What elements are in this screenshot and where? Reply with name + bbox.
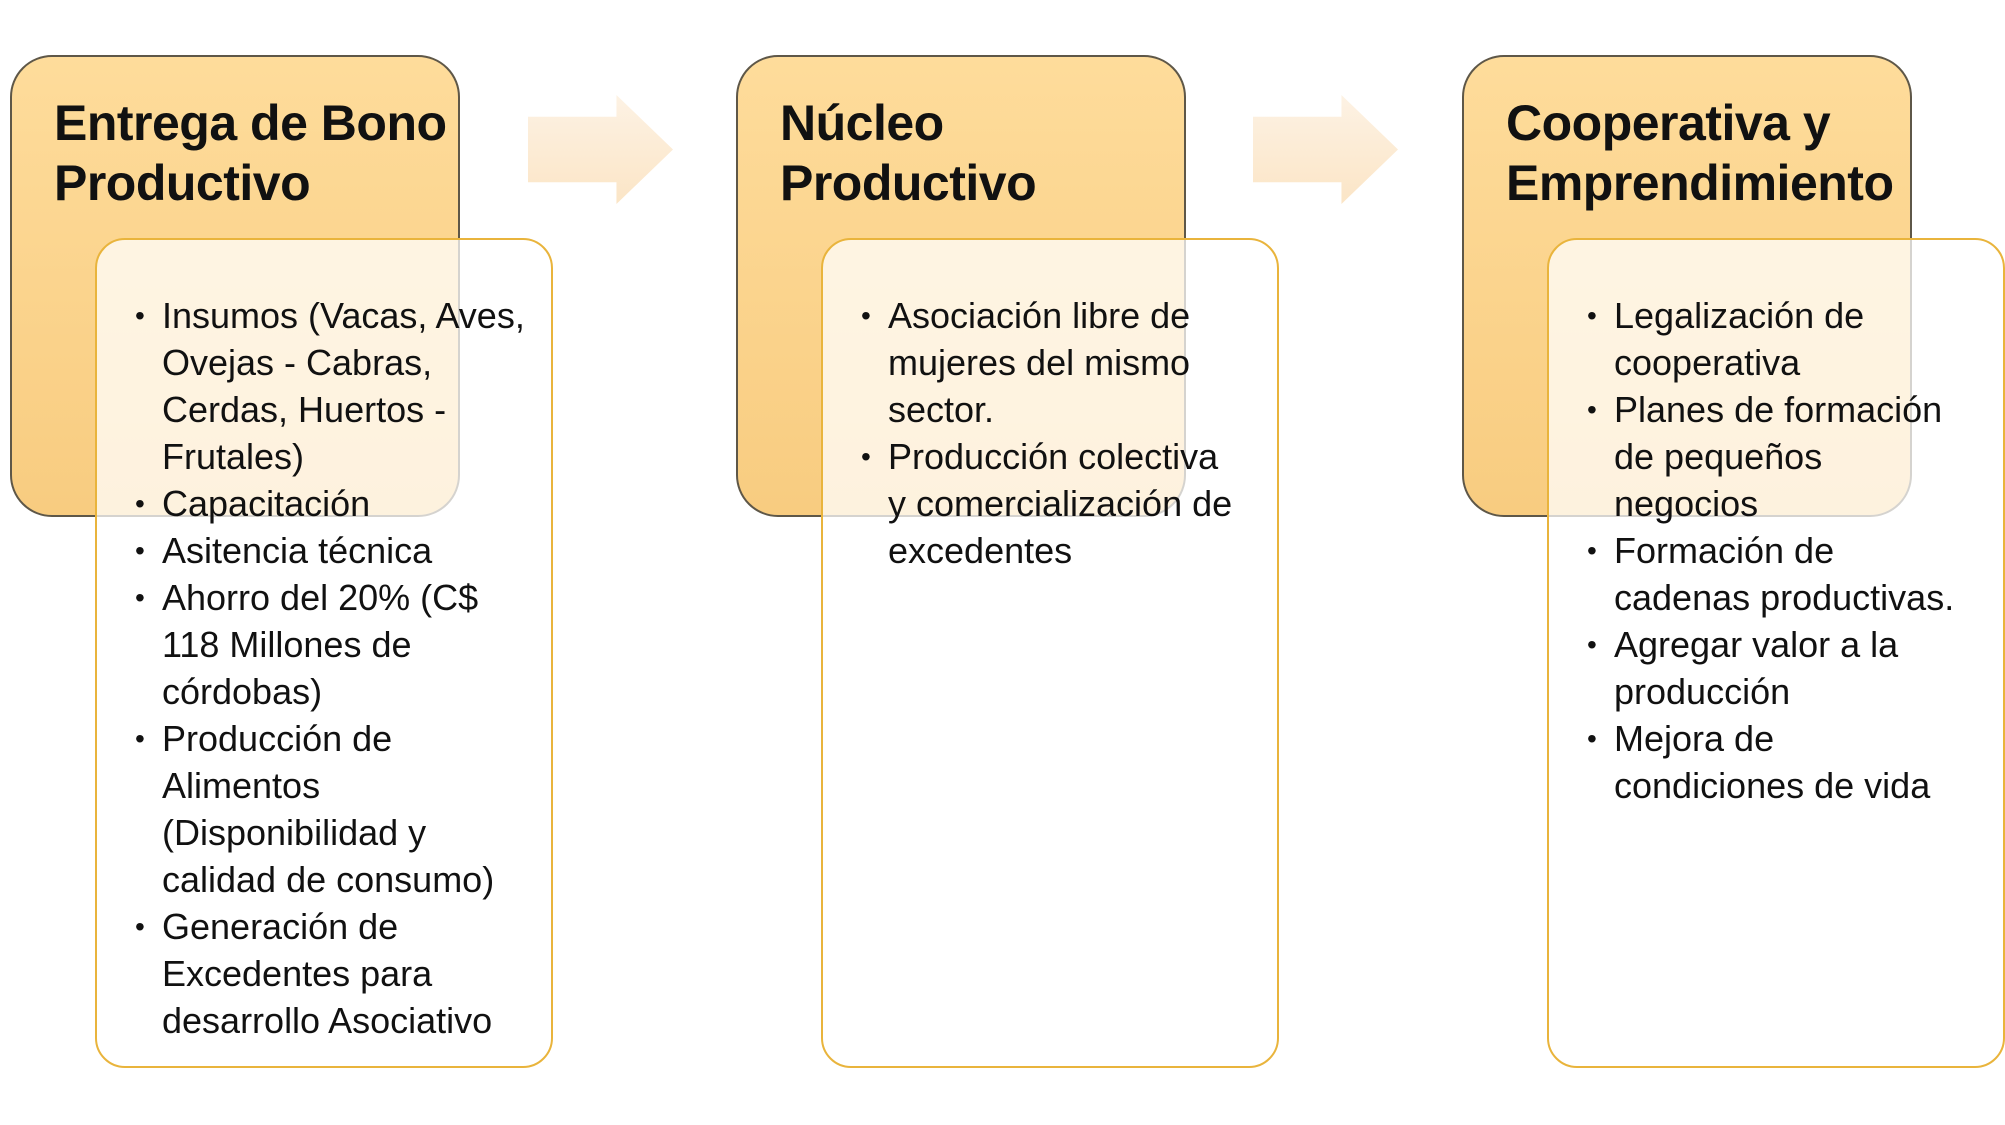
bullet-text: Asitencia técnica <box>162 530 433 571</box>
stage-3-bullet-list: • Legalización de cooperativa • Planes de … <box>1549 240 2003 809</box>
bullet-item: • Planes de formación de pequeños negocio… <box>1579 386 1983 527</box>
bullet-dot-icon: • <box>861 300 871 331</box>
bullet-dot-icon: • <box>1587 535 1597 566</box>
bullet-text: Producción de Alimentos (Disponibilidad … <box>162 718 495 900</box>
bullet-item: • Capacitación <box>127 480 531 527</box>
bullet-item: • Formación de cadenas productivas. <box>1579 527 1983 621</box>
bullet-dot-icon: • <box>1587 629 1597 660</box>
stage-1-bullet-list: • Insumos (Vacas, Aves, Ovejas - Cabras, … <box>97 240 551 1044</box>
stage-2-title: Núcleo Productivo <box>780 95 1037 211</box>
bullet-text: Legalización de cooperativa <box>1614 295 1865 383</box>
bullet-item: • Mejora de condiciones de vida <box>1579 715 1983 809</box>
bullet-dot-icon: • <box>135 911 145 942</box>
bullet-text: Asociación libre de mujeres del mismo se… <box>888 295 1191 430</box>
bullet-dot-icon: • <box>135 723 145 754</box>
stage-2-bullet-list: • Asociación libre de mujeres del mismo s… <box>823 240 1277 574</box>
bullet-item: • Asitencia técnica <box>127 527 531 574</box>
bullet-dot-icon: • <box>861 441 871 472</box>
bullet-dot-icon: • <box>135 488 145 519</box>
bullet-dot-icon: • <box>1587 723 1597 754</box>
stage-2-detail-panel: • Asociación libre de mujeres del mismo s… <box>821 238 1279 1068</box>
bullet-text: Capacitación <box>162 483 371 524</box>
bullet-dot-icon: • <box>135 300 145 331</box>
bullet-text: Generación de Excedentes para desarrollo… <box>162 906 493 1041</box>
stage-1-title: Entrega de Bono Productivo <box>54 95 447 211</box>
stage-column-2: Núcleo Productivo • Asociación libre de m… <box>736 55 1281 1070</box>
bullet-text: Planes de formación de pequeños negocios <box>1614 389 1943 524</box>
bullet-text: Agregar valor a la producción <box>1614 624 1899 712</box>
bullet-item: • Asociación libre de mujeres del mismo s… <box>853 292 1257 433</box>
bullet-text: Mejora de condiciones de vida <box>1614 718 1931 806</box>
bullet-item: • Producción de Alimentos (Disponibilidad… <box>127 715 531 903</box>
bullet-text: Producción colectiva y comercialización … <box>888 436 1233 571</box>
stage-1-detail-panel: • Insumos (Vacas, Aves, Ovejas - Cabras, … <box>95 238 553 1068</box>
stage-column-1: Entrega de Bono Productivo • Insumos (Vac… <box>10 55 555 1070</box>
bullet-text: Ahorro del 20% (C$ 118 Millones de córdo… <box>162 577 479 712</box>
bullet-text: Formación de cadenas productivas. <box>1614 530 1955 618</box>
bullet-text: Insumos (Vacas, Aves, Ovejas - Cabras, C… <box>162 295 525 477</box>
bullet-dot-icon: • <box>135 535 145 566</box>
bullet-item: • Agregar valor a la producción <box>1579 621 1983 715</box>
stage-column-3: Cooperativa y Emprendimiento • Legalizaci… <box>1462 55 2005 1070</box>
bullet-dot-icon: • <box>1587 300 1597 331</box>
stage-3-title: Cooperativa y Emprendimiento <box>1506 95 1894 211</box>
stage-3-detail-panel: • Legalización de cooperativa • Planes de … <box>1547 238 2005 1068</box>
bullet-item: • Generación de Excedentes para desarroll… <box>127 903 531 1044</box>
bullet-item: • Insumos (Vacas, Aves, Ovejas - Cabras, … <box>127 292 531 480</box>
bullet-dot-icon: • <box>1587 394 1597 425</box>
bullet-item: • Producción colectiva y comercialización… <box>853 433 1257 574</box>
bullet-item: • Ahorro del 20% (C$ 118 Millones de córd… <box>127 574 531 715</box>
bullet-dot-icon: • <box>135 582 145 613</box>
bullet-item: • Legalización de cooperativa <box>1579 292 1983 386</box>
